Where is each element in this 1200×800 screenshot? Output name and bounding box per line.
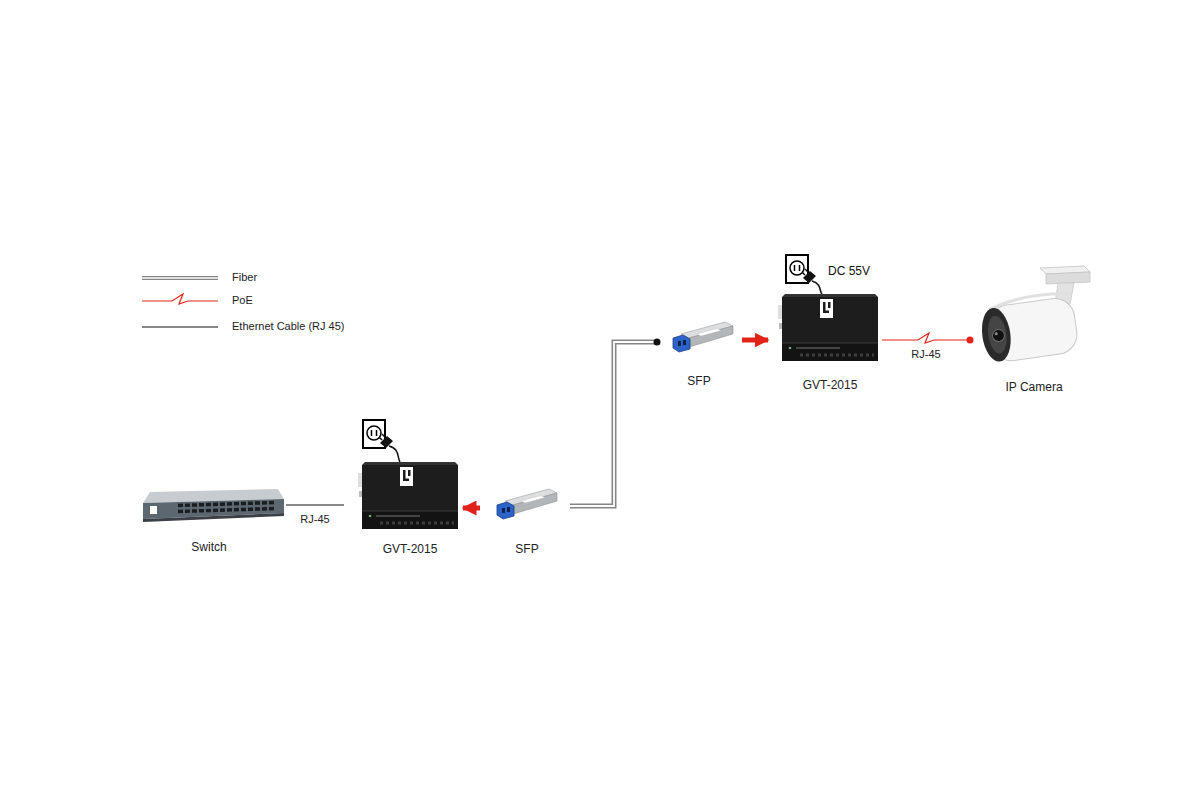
voltage-label: DC 55V: [828, 264, 870, 278]
legend-label: Fiber: [232, 269, 257, 285]
legend-sample: [142, 276, 218, 280]
device-label: SFP: [687, 374, 710, 388]
power-outlet-symbol: [786, 255, 816, 283]
device-node: IP Camera: [974, 264, 1094, 394]
power-cord: [812, 281, 822, 294]
switch-illustration: [178, 503, 274, 506]
sfp-module-illustration: [497, 489, 557, 519]
ip-camera-illustration: [986, 315, 1009, 355]
cable-end-dot: [967, 337, 974, 344]
device-label: GVT-2015: [803, 378, 858, 392]
cable-end-dot: [654, 339, 661, 346]
ethernet-cable: [286, 505, 344, 506]
switch-illustration: [143, 513, 284, 522]
ip-camera-illustration: [1046, 272, 1090, 284]
signal-arrow: [742, 338, 768, 343]
power-outlet-symbol: [363, 420, 393, 448]
device-node: GVT-2015: [780, 292, 880, 392]
device-label: GVT-2015: [383, 542, 438, 556]
legend-sample: [142, 294, 218, 304]
poe-cable: [882, 333, 970, 343]
ip-camera-illustration: [992, 329, 1006, 343]
fiber-cable: [570, 342, 657, 506]
legend-label: PoE: [232, 292, 253, 308]
device-label: IP Camera: [1005, 380, 1062, 394]
device-node: SFP: [494, 486, 560, 556]
legend-sample: [140, 269, 220, 285]
device-label: Switch: [191, 540, 226, 554]
media-converter-illustration: [778, 294, 878, 361]
device-node: GVT-2015: [358, 460, 462, 556]
device-node: Switch: [136, 486, 282, 554]
ip-camera-illustration: [978, 266, 1090, 364]
cable-label: RJ-45: [911, 348, 940, 361]
cable-label: RJ-45: [300, 513, 329, 526]
legend-sample: [142, 277, 218, 278]
switch-illustration: [143, 489, 284, 522]
power-cord: [389, 446, 400, 462]
ip-camera-illustration: [978, 291, 1080, 365]
media-converter-illustration: [358, 462, 458, 529]
signal-arrow: [463, 506, 480, 511]
device-node: SFP: [664, 318, 734, 388]
ip-camera-illustration: [988, 291, 1072, 310]
sfp-module-illustration: [673, 322, 733, 352]
ip-camera-illustration: [994, 332, 998, 336]
legend-sample: [140, 292, 220, 308]
device-label: SFP: [515, 542, 538, 556]
switch-illustration: [178, 509, 274, 512]
switch-illustration: [150, 506, 157, 514]
legend-label: Ethernet Cable (RJ 45): [232, 318, 345, 334]
legend-sample: [140, 318, 220, 334]
fiber-core: [570, 342, 657, 506]
legend-sample: [142, 327, 218, 328]
ip-camera-illustration: [979, 306, 1014, 363]
